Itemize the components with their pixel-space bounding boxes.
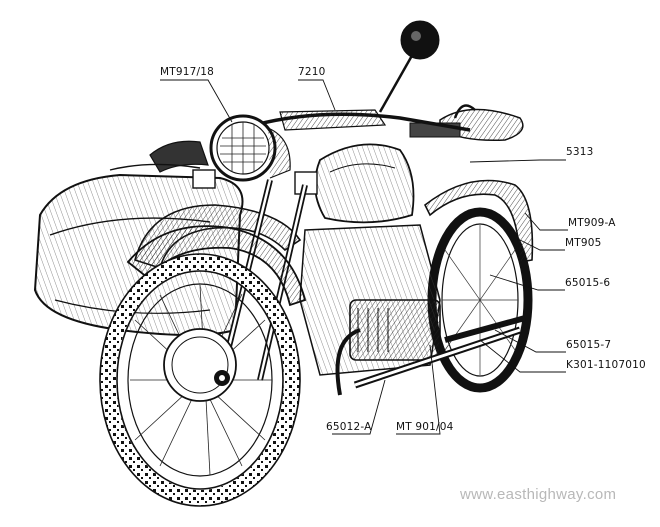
fuel-tank xyxy=(314,143,415,224)
label-k301-1107010: K301-1107010 xyxy=(566,359,646,371)
label-mt905: MT905 xyxy=(565,237,602,249)
label-mt917-18: MT917/18 xyxy=(160,66,215,78)
watermark: www.easthighway.com xyxy=(460,486,617,503)
front-fender xyxy=(126,225,307,307)
front-wheel xyxy=(99,253,301,507)
engine-block xyxy=(299,224,526,396)
label-65015-7: 65015-7 xyxy=(566,339,612,351)
label-65015-6: 65015-6 xyxy=(565,277,611,289)
label-5313: 5313 xyxy=(566,146,594,158)
leader-lines xyxy=(160,79,568,435)
label-65012-a: 65012-A xyxy=(326,421,372,433)
label-mt901-04: MT 901/04 xyxy=(396,421,454,433)
label-7210: 7210 xyxy=(298,66,326,78)
headlight xyxy=(192,114,318,195)
label-mt909-a: MT909-A xyxy=(568,217,616,229)
handlebar xyxy=(254,20,471,132)
